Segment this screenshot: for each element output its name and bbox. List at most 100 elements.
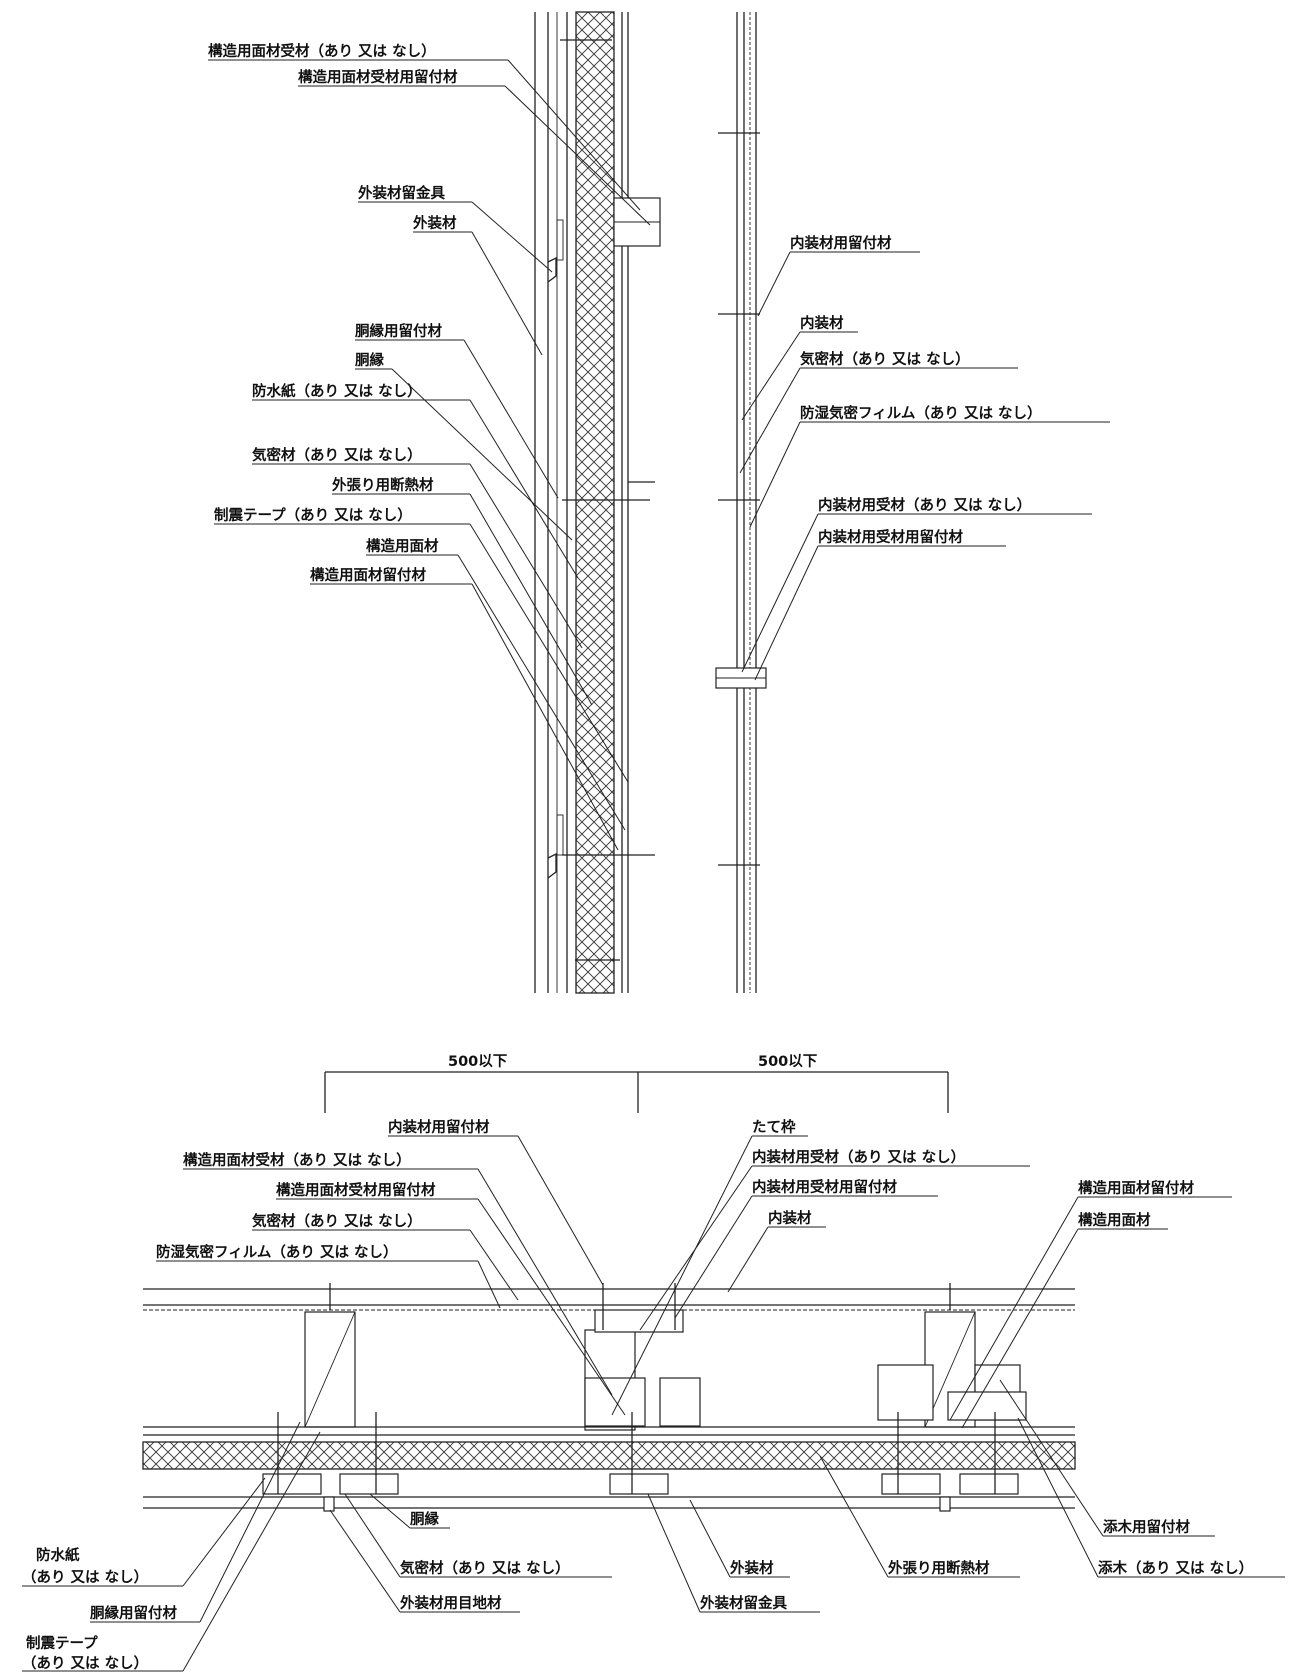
v-leader-5 [463,339,559,499]
v-leader-3 [471,201,553,273]
stud-left-diag [304,1311,356,1428]
h-label-stud: たて枠 [752,1118,796,1136]
h-joint-filler [323,1496,335,1512]
h-label-damping-tape-note: （あり 又は なし） [22,1654,148,1672]
h-label-splint-wood: 添木（あり 又は なし） [1098,1559,1253,1577]
h-leader-t2 [477,1168,613,1396]
h-label-interior-receiver-fastener: 内装材用受材用留付材 [752,1178,897,1196]
joint-strip-upper [556,219,564,261]
dimension-label-right: 500以下 [758,1053,817,1070]
h-label-water-barrier-note: （あり 又は なし） [22,1568,148,1586]
v-label-structural-panel-receiver: 構造用面材受材（あり 又は なし） [208,42,436,60]
h-label-damping-tape: 制震テープ [26,1634,98,1652]
h-structural-receiver-right-l [877,1364,934,1421]
h-label-airtight-bottom: 気密材（あり 又は なし） [400,1559,570,1577]
v-leader-9 [469,493,593,706]
v-leader-r4 [749,421,801,528]
dimension-label-left: 500以下 [448,1053,507,1070]
v-label-exterior-insulation: 外張り用断熱材 [332,476,434,494]
h-label-airtight: 気密材（あり 又は なし） [252,1212,422,1230]
v-leader-r3 [739,367,801,474]
h-leader-t10 [949,1196,1079,1421]
v-label-interior-board: 内装材 [800,314,844,332]
h-label-joint-filler: 外装材用目地材 [400,1594,502,1612]
h-label-water-barrier: 防水紙 [36,1546,80,1564]
joint-strip-lower [556,814,564,856]
v-leader-r5 [741,513,819,673]
h-label-structural-panel: 構造用面材 [1078,1211,1151,1229]
h-leader-b8 [647,1493,701,1613]
v-leader-6 [391,368,573,541]
v-label-airtight-material: 気密材（あり 又は なし） [252,446,422,464]
h-label-siding-clip: 外装材留金具 [700,1594,787,1612]
h-label-interior-receiver: 内装材用受材（あり 又は なし） [752,1148,965,1166]
v-label-vapor-film: 防湿気密フィルム（あり 又は なし） [800,404,1042,422]
h-leader-t11 [961,1228,1079,1429]
h-interior-receiver [594,1309,684,1333]
h-label-interior-board: 内装材 [768,1209,812,1227]
furring-block-1 [262,1473,322,1495]
h-leader-b9 [819,1455,889,1578]
h-splint-wood [947,1391,1027,1421]
horizontal-section: 500以下 500以下 [22,1053,1285,1672]
siding-clip-lower [547,852,557,879]
v-leader-2 [504,85,651,226]
v-label-structural-panel: 構造用面材 [366,537,439,555]
exterior-insulation [575,11,615,994]
h-leader-b11 [1017,1417,1099,1578]
v-leader-10 [469,523,629,783]
v-leader-r2 [741,331,801,421]
v-leader-11 [457,554,626,831]
v-leader-12 [471,583,619,851]
h-leader-b5 [344,1493,401,1578]
h-label-splint-fastener: 添木用留付材 [1103,1518,1190,1536]
furring-block-3 [609,1473,669,1495]
v-label-siding-clip: 外装材留金具 [358,184,445,202]
furring-block-4 [881,1473,941,1495]
v-leader-r1 [757,251,791,317]
vertical-section: 構造用面材受材（あり 又は なし） 構造用面材受材用留付材 外装材留金具 外装材… [208,11,1110,994]
h-label-structural-panel-fastener: 構造用面材留付材 [1078,1179,1194,1197]
h-joint-filler-2 [939,1496,951,1512]
h-structural-receiver-center-r [659,1377,701,1427]
v-label-receiver-fastener: 構造用面材受材用留付材 [298,68,458,86]
furring-block-2 [339,1473,399,1495]
v-leader-1 [507,59,641,211]
v-leader-r6 [754,545,819,681]
h-leader-b6 [329,1509,401,1613]
h-leader-b2 [199,1421,301,1623]
v-label-damping-tape: 制震テープ（あり 又は なし） [214,506,412,524]
h-leader-b1 [182,1477,266,1587]
h-leader-b4 [369,1493,411,1529]
v-label-siding: 外装材 [413,214,457,232]
h-label-receiver-fastener: 構造用面材受材用留付材 [276,1181,436,1199]
v-label-interior-receiver: 内装材用受材（あり 又は なし） [818,496,1031,514]
h-leader-t4 [469,1229,519,1301]
v-leader-8 [469,463,583,649]
h-leader-t8 [674,1195,753,1319]
h-label-furring-fastener: 胴縁用留付材 [90,1604,177,1622]
h-leader-t5 [477,1260,501,1309]
v-label-furring-fastener: 胴縁用留付材 [355,322,442,340]
h-structural-receiver-center-l [584,1377,646,1427]
h-leader-t1 [517,1135,604,1286]
h-leader-t3 [477,1198,626,1416]
v-label-interior-receiver-fastener: 内装材用受材用留付材 [818,528,963,546]
h-label-interior-fastener: 内装材用留付材 [388,1118,490,1136]
siding-clip-upper [547,256,557,283]
h-label-furring: 胴縁 [410,1510,439,1528]
h-leader-t9 [727,1226,769,1293]
v-leader-7 [469,399,579,579]
h-label-siding: 外装材 [730,1559,774,1577]
h-label-vapor-film: 防湿気密フィルム（あり 又は なし） [156,1243,398,1261]
h-leader-b7 [689,1499,731,1578]
furring-block-5 [959,1473,1019,1495]
h-label-exterior-insulation: 外張り用断熱材 [888,1559,990,1577]
v-label-interior-airtight: 気密材（あり 又は なし） [800,350,970,368]
v-label-structural-panel-fastener: 構造用面材留付材 [310,566,426,584]
h-leader-t6 [611,1135,753,1416]
h-leader-b3 [182,1431,321,1672]
v-label-interior-fastener: 内装材用留付材 [790,234,892,252]
v-leader-4 [471,231,543,356]
